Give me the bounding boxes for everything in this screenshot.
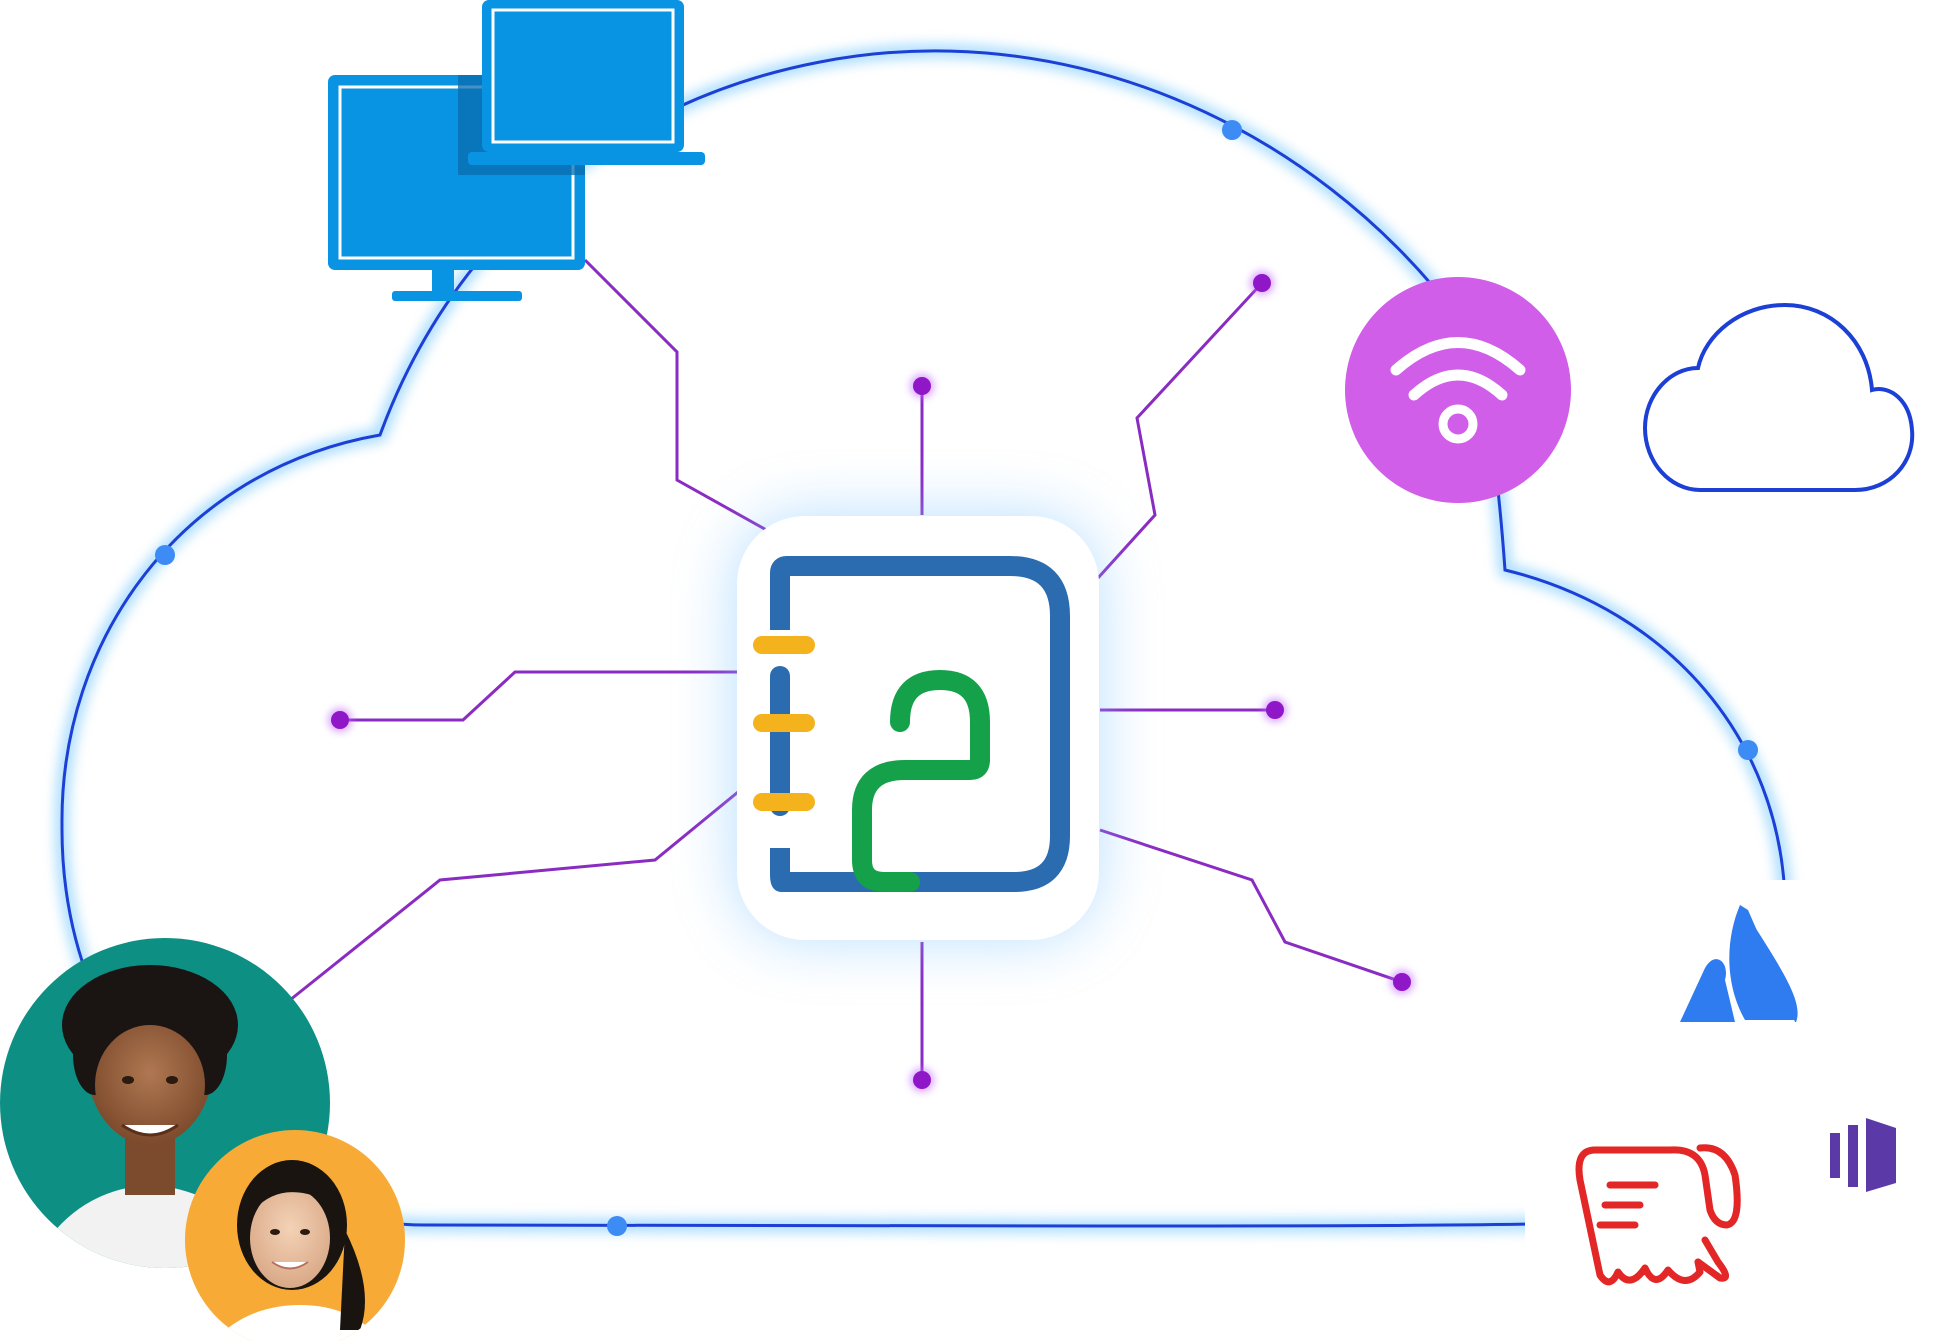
cloud-node <box>1222 120 1242 140</box>
small-cloud-icon <box>1642 302 1915 492</box>
connector-dot <box>1393 973 1411 991</box>
cloud-node <box>155 545 175 565</box>
connector-bottom-left <box>289 790 739 1002</box>
cloud-node <box>1738 740 1758 760</box>
connector-dot <box>913 377 931 395</box>
connector-dot <box>913 1071 931 1089</box>
receipt-icon <box>1575 1144 1741 1286</box>
connector-top-right <box>1096 281 1264 580</box>
cloud-nodes <box>155 120 1758 1236</box>
atlassian-logo-icon <box>1680 905 1798 1022</box>
connector-dot <box>1253 274 1271 292</box>
connector-dot <box>331 711 349 729</box>
connector-dots <box>328 271 1414 1092</box>
wifi-icon <box>1345 277 1571 503</box>
person-avatar-icon <box>185 1130 405 1341</box>
cloud-node <box>607 1216 627 1236</box>
app-logo-icon <box>737 516 1099 940</box>
connector-monitor <box>583 258 771 534</box>
connector-bottom-right <box>1099 828 1403 984</box>
connector-dot <box>1266 701 1284 719</box>
laptop-icon <box>458 0 705 175</box>
connectors <box>289 258 1403 1080</box>
bars-logo-icon <box>1830 1118 1896 1192</box>
connector-left <box>340 670 738 722</box>
